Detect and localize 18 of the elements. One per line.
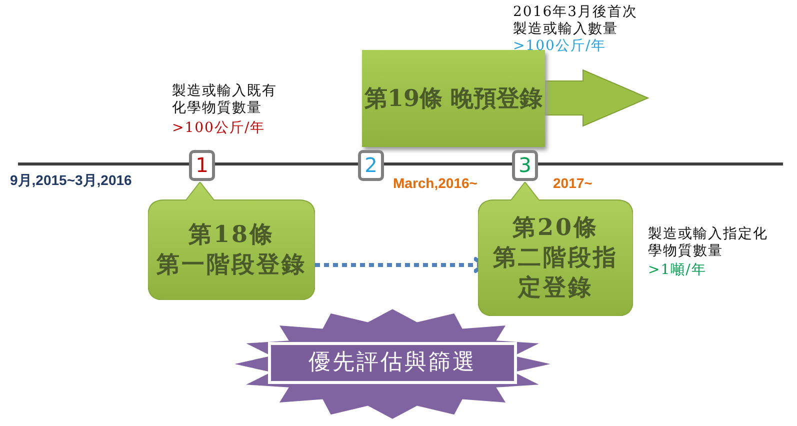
date-label: 2017~: [553, 175, 594, 191]
timeline-marker: 3: [512, 150, 538, 181]
process-box: 第19條 晚預登錄: [362, 50, 545, 147]
note-text: 2016年3月後首次製造或輸入數量: [513, 4, 639, 38]
quantity-text: >100公斤/年: [172, 120, 266, 137]
banner-box: 優先評估與篩選: [268, 342, 517, 384]
callout-text: 第二階段指定登錄: [492, 243, 619, 303]
callout-text: 第一階段登錄: [156, 250, 306, 280]
quantity-text: >1噸/年: [648, 262, 708, 279]
note-text: 製造或輸入既有化學物質數量: [172, 83, 278, 117]
callout-box: [148, 182, 315, 300]
date-label: 9月,2015~3月,2016: [10, 172, 133, 190]
note-text: 製造或輸入指定化學物質數量: [648, 226, 769, 260]
callout-text: 第20條: [512, 213, 598, 243]
callout-text: 第18條: [188, 220, 274, 250]
date-label: March,2016~: [393, 175, 478, 191]
timeline-marker: 1: [189, 150, 215, 181]
timeline-marker: 2: [358, 150, 384, 181]
